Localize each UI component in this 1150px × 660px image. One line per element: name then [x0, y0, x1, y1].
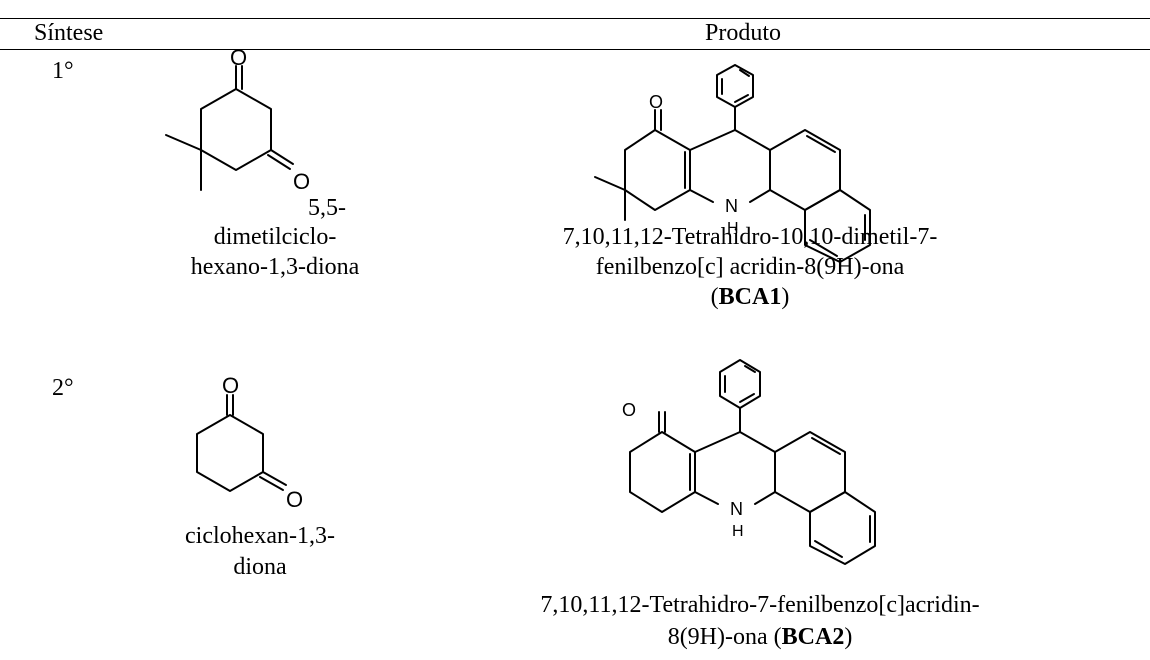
row2-reagent-name-line1: ciclohexan-1,3- [185, 523, 335, 549]
row2-product-name-prefix: 8(9H)-ona ( [667, 624, 782, 650]
row2-product-hydrogen: H [732, 523, 744, 540]
row1-reagent-name-prefix: 5,5- [308, 195, 346, 221]
row1-product-nitrogen: N [725, 196, 738, 216]
table-header-rule [0, 49, 1150, 50]
row1-reagent-oxygen-top: O [230, 45, 247, 70]
row2-index: 2° [52, 375, 74, 401]
header-synthesis: Síntese [34, 20, 104, 46]
header-product: Produto [705, 20, 782, 46]
row2-reagent-structure: O O [196, 373, 303, 512]
table-top-rule [0, 18, 1150, 19]
row2-product-code-close: ) [844, 624, 853, 650]
row1-product-structure: O N H [594, 64, 871, 263]
row1-product-hydrogen: H [727, 220, 739, 237]
row1-reagent-oxygen-right: O [293, 169, 310, 194]
row2-product-code-bold: BCA2 [781, 624, 845, 650]
row1-reagent-structure: O O [165, 45, 310, 194]
row1-index: 1° [52, 58, 74, 84]
row1-product-oxygen: O [649, 92, 663, 112]
row2-product-name-line1: 7,10,11,12-Tetrahidro-7-fenilbenzo[c]acr… [540, 592, 980, 618]
row1-product-code: (BCA1) [500, 282, 1000, 312]
row1-product-code-close: ) [781, 284, 790, 310]
row2-product-name-line2: 8(9H)-ona (BCA2) [480, 622, 1040, 652]
row2-product-structure: O N H [622, 359, 876, 565]
row2-product-oxygen: O [622, 400, 636, 420]
row1-product-name-line1: 7,10,11,12-Tetrahidro-10,10-dimetil-7- [562, 224, 938, 250]
row1-product-code-open: ( [710, 284, 719, 310]
row1-product-name-line2: fenilbenzo[c] acridin-8(9H)-ona [595, 254, 905, 280]
row1-reagent-name-line1: dimetilciclo- [213, 224, 337, 250]
row1-product-code-bold: BCA1 [718, 284, 782, 310]
row1-reagent-name-line2: hexano-1,3-diona [190, 254, 360, 280]
row2-reagent-oxygen-top: O [222, 373, 239, 398]
row2-reagent-name-line2: diona [233, 554, 287, 580]
row2-product-nitrogen: N [730, 499, 743, 519]
row2-reagent-oxygen-right: O [286, 487, 303, 512]
